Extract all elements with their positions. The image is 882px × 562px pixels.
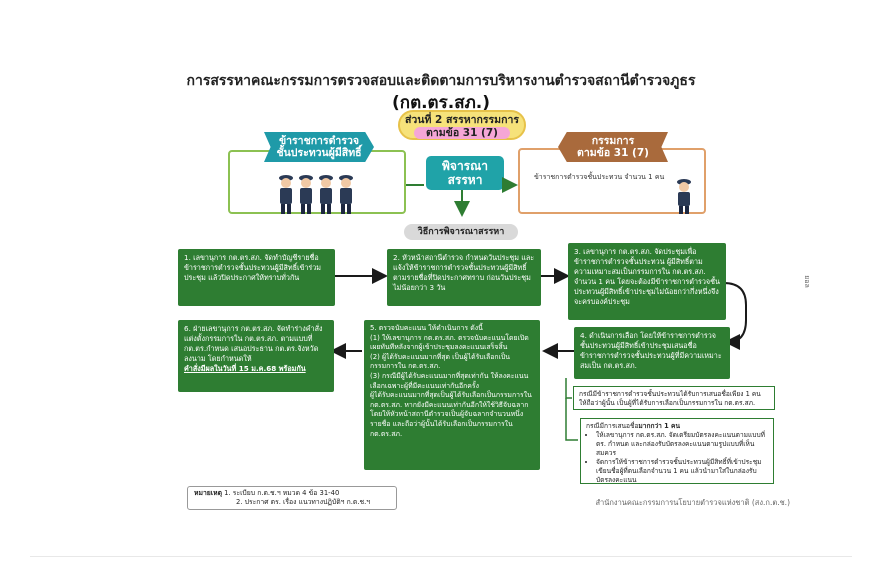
step-5-point-3: (3) กรณีมีผู้ได้รับคะแนนมากที่สุดเท่ากัน… <box>370 371 529 390</box>
consider-line1: พิจารณา <box>442 159 488 173</box>
remarks-item-1: 1. ระเบียบ ก.ต.ช.ฯ หมวด 4 ข้อ 31-40 <box>224 489 340 497</box>
officer-figure <box>339 175 353 214</box>
case-multiple-nominations: กรณีมีการเสนอชื่อมากกว่า 1 คน ให้เลขานุก… <box>580 418 774 484</box>
step-5-point-4: ผู้ได้รับคะแนนมากที่สุดเป็นผู้ได้รับเลือ… <box>370 391 532 438</box>
step-6-effective-date: คำสั่งมีผลในวันที่ 15 ม.ค.68 พร้อมกัน <box>184 364 306 373</box>
eligible-header-line2: ชั้นประทวนผู้มีสิทธิ์ <box>276 147 362 159</box>
case-multiple-prefix: กรณีมีการเสนอชื่อ <box>586 422 639 430</box>
step-5-point-2: (2) ผู้ได้รับคะแนนมากที่สุด เป็นผู้ได้รั… <box>370 352 510 371</box>
main-title-abbr: (กต.ตร.สภ.) <box>392 93 490 113</box>
remarks-line1: หมายเหตุ 1. ระเบียบ ก.ต.ช.ฯ หมวด 4 ข้อ 3… <box>194 489 390 498</box>
bottom-divider <box>30 556 852 557</box>
committee-header-line1: กรรมการ <box>591 135 635 147</box>
step-3-text: 3. เลขานุการ กต.ตร.สภ. จัดประชุมเพื่อข้า… <box>574 247 720 306</box>
case-multiple-item: ให้เลขานุการ กต.ตร.สภ. จัดเตรียมบัตรลงคะ… <box>596 431 768 458</box>
step-6-box: 6. ฝ่ายเลขานุการ กต.ตร.สภ. จัดทำร่างคำสั… <box>178 320 334 392</box>
section-pill: ส่วนที่ 2 สรรหากรรมการ ตามข้อ 31 (7) <box>398 110 526 140</box>
step-1-text: 1. เลขานุการ กต.ตร.สภ. จัดทำบัญชีรายชื่อ… <box>184 253 322 282</box>
arrow-3-to-4 <box>723 282 747 350</box>
remarks-box: หมายเหตุ 1. ระเบียบ ก.ต.ช.ฯ หมวด 4 ข้อ 3… <box>187 486 397 510</box>
side-label: ยอล <box>802 275 811 288</box>
case-multiple-bold: มากกว่า 1 คน <box>638 422 680 430</box>
police-officer-illustration <box>677 179 691 214</box>
case-multiple-item: จัดการให้ข้าราชการตำรวจชั้นประทวนผู้มีสิ… <box>596 458 768 485</box>
officer-figure <box>319 175 333 214</box>
remarks-label: หมายเหตุ <box>194 489 222 497</box>
eligible-officers-header: ข้าราชการตำรวจ ชั้นประทวนผู้มีสิทธิ์ <box>264 132 374 162</box>
step-4-box: 4. ดำเนินการเลือก โดยให้ข้าราชการตำรวจชั… <box>574 327 730 379</box>
bracket-case2 <box>565 398 578 441</box>
office-credit: สำนักงานคณะกรรมการนโยบายตำรวจแห่งชาติ (ส… <box>595 498 790 507</box>
case-single-nomination: กรณีมีข้าราชการตำรวจชั้นประทวนได้รับการเ… <box>573 386 775 410</box>
step-2-box: 2. หัวหน้าสถานีตำรวจ กำหนดวันประชุม และแ… <box>387 249 541 306</box>
step-5-box: 5. ตรวจนับคะแนน ให้ดำเนินการ ดังนี้ (1) … <box>364 320 540 470</box>
case-multiple-list: ให้เลขานุการ กต.ตร.สภ. จัดเตรียมบัตรลงคะ… <box>586 431 768 485</box>
consider-select-box: พิจารณา สรรหา <box>426 156 504 190</box>
step-5-point-1: (1) ให้เลขานุการ กต.ตร.สภ. ตรวจนับคะแนนโ… <box>370 333 529 352</box>
committee-member-header: กรรมการ ตามข้อ 31 (7) <box>558 132 668 162</box>
step-5-title: 5. ตรวจนับคะแนน ให้ดำเนินการ ดังนี้ <box>370 324 483 332</box>
consider-line2: สรรหา <box>447 173 483 187</box>
step-6-text: 6. ฝ่ายเลขานุการ กต.ตร.สภ. จัดทำร่างคำสั… <box>184 324 323 363</box>
case-single-text: กรณีมีข้าราชการตำรวจชั้นประทวนได้รับการเ… <box>579 390 761 407</box>
committee-member-text: ข้าราชการตำรวจชั้นประทวน จำนวน 1 คน <box>534 173 665 181</box>
bracket-case1 <box>565 378 572 399</box>
police-officers-illustration <box>279 175 353 214</box>
eligible-header-line1: ข้าราชการตำรวจ <box>278 135 360 147</box>
step-3-box: 3. เลขานุการ กต.ตร.สภ. จัดประชุมเพื่อข้า… <box>568 243 726 320</box>
committee-header-line2: ตามข้อ 31 (7) <box>577 147 649 159</box>
step-6-emphasis: คำสั่งมีผลในวันที่ 15 ม.ค.68 พร้อมกัน <box>184 364 328 374</box>
process-label: วิธีการพิจารณาสรรหา <box>404 224 518 240</box>
case-multiple-title: กรณีมีการเสนอชื่อมากกว่า 1 คน <box>586 422 768 431</box>
step-4-text: 4. ดำเนินการเลือก โดยให้ข้าราชการตำรวจชั… <box>580 331 722 370</box>
remarks-item-2: 2. ประกาศ ตร. เรื่อง แนวทางปฏิบัติฯ ก.ต.… <box>236 498 371 506</box>
step-2-text: 2. หัวหน้าสถานีตำรวจ กำหนดวันประชุม และแ… <box>393 253 535 292</box>
main-title: การสรรหาคณะกรรมการตรวจสอบและติดตามการบริ… <box>186 73 696 89</box>
section-line2: ตามข้อ 31 (7) <box>414 127 510 139</box>
officer-figure <box>279 175 293 214</box>
section-line1: ส่วนที่ 2 สรรหากรรมการ <box>405 114 519 126</box>
step-1-box: 1. เลขานุการ กต.ตร.สภ. จัดทำบัญชีรายชื่อ… <box>178 249 335 306</box>
officer-figure <box>299 175 313 214</box>
